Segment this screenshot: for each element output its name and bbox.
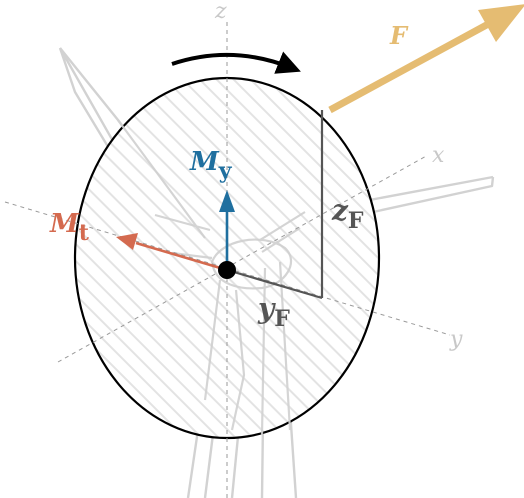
mt-label: Mt	[49, 209, 90, 246]
y-axis-label: y	[449, 327, 463, 352]
mt-moment-arrow	[116, 233, 228, 272]
yf-label: yF	[257, 292, 290, 332]
my-label: My	[189, 147, 233, 184]
origin-point	[218, 261, 236, 279]
offset-lines	[226, 110, 324, 300]
yf-offset-line	[226, 268, 323, 300]
my-symbol: M	[189, 147, 220, 177]
mt-symbol: M	[49, 209, 80, 239]
yf-symbol: y	[257, 292, 276, 325]
zf-label: zF	[331, 194, 364, 234]
mt-subscript: t	[79, 220, 90, 246]
force-label: F	[389, 21, 409, 50]
my-subscript: y	[218, 158, 233, 184]
zf-subscript: F	[348, 208, 364, 234]
yf-subscript: F	[274, 306, 290, 332]
my-moment-arrow	[219, 190, 235, 270]
x-axis-label: x	[432, 143, 445, 168]
rotation-arrow	[171, 51, 301, 74]
force-arrow	[328, 4, 524, 114]
zf-symbol: z	[331, 194, 349, 227]
x-axis-line	[57, 154, 429, 363]
z-axis-label: z	[214, 0, 227, 24]
